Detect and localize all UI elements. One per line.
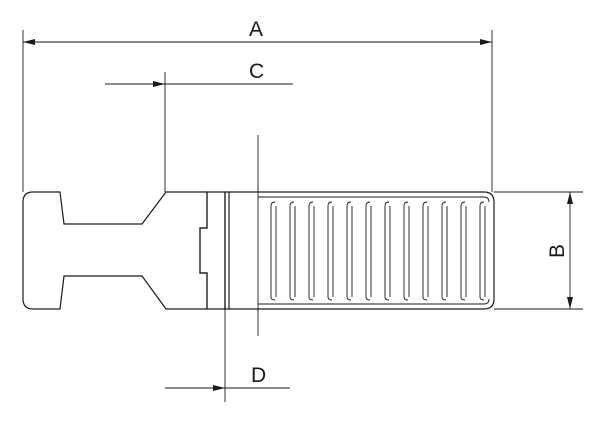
knurl-slot xyxy=(289,201,296,301)
knurl-slot xyxy=(479,201,486,301)
knurl-slot xyxy=(308,201,315,301)
knurled-section xyxy=(229,191,495,310)
knurl-slot xyxy=(441,201,448,301)
dim-label-a: A xyxy=(249,18,263,41)
insert-section xyxy=(199,191,226,310)
insert-strip xyxy=(224,191,230,310)
body-section xyxy=(22,191,208,310)
dim-label-c: C xyxy=(249,60,264,83)
knurl-slot xyxy=(460,201,467,301)
knurl-inner-edge xyxy=(258,196,490,305)
knurl-slot xyxy=(346,201,353,301)
knurl-slot xyxy=(270,201,277,301)
dim-label-b: B xyxy=(546,244,569,258)
knurl-slot xyxy=(403,201,410,301)
knurl-slot xyxy=(327,201,334,301)
knurl-slots xyxy=(270,201,486,301)
knurl-slot xyxy=(365,201,372,301)
knurl-slot xyxy=(384,201,391,301)
knurl-slot xyxy=(422,201,429,301)
dim-label-d: D xyxy=(251,364,266,387)
